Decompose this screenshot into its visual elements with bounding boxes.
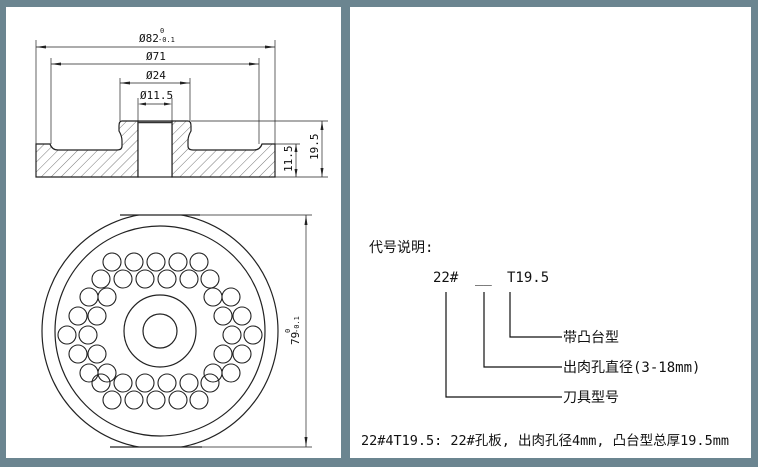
hole: [97, 287, 117, 307]
hole: [243, 325, 263, 345]
dim-boss-dia: Ø24: [146, 69, 166, 82]
example-text: 22#4T19.5: 22#孔板, 出肉孔径4mm, 凸台型总厚19.5mm: [361, 433, 729, 449]
hole: [79, 287, 99, 307]
hole: [124, 252, 144, 272]
hole: [68, 306, 88, 326]
hole: [102, 252, 122, 272]
hole: [213, 306, 233, 326]
hole: [68, 344, 88, 364]
section-body-left: [35, 120, 139, 178]
hole: [87, 344, 107, 364]
hole: [221, 287, 241, 307]
legend-leaders: [445, 292, 562, 398]
hole: [203, 287, 223, 307]
drawing-panel: Ø82 0 -0.1 Ø71 Ø24 Ø11.5 11.5 19.5: [6, 7, 341, 458]
hole: [200, 269, 220, 289]
dim-outer-tol-lower: -0.1: [158, 36, 175, 44]
hole: [189, 252, 209, 272]
hole: [179, 269, 199, 289]
inner-ring: [54, 225, 266, 437]
hole: [113, 269, 133, 289]
hole: [97, 363, 117, 383]
code-part-hole: __: [475, 270, 492, 286]
hole: [221, 363, 241, 383]
hole: [91, 269, 111, 289]
label-hole-diameter: 出肉孔直径(3-18mm): [563, 360, 701, 376]
label-tool-model: 刀具型号: [563, 390, 619, 406]
code-part-model: 22#: [433, 270, 459, 286]
leader-3: [445, 292, 562, 398]
hole: [78, 325, 98, 345]
label-boss-type: 带凸台型: [563, 330, 619, 346]
dim-total-height: 19.5: [308, 134, 321, 161]
hole: [157, 269, 177, 289]
hole: [79, 363, 99, 383]
hole: [168, 390, 188, 410]
dim-flat-tol-lower: -0.1: [293, 316, 301, 333]
hole: [87, 306, 107, 326]
dim-outer-dia: Ø82: [139, 32, 159, 45]
section-body-right: [171, 120, 276, 178]
hole-pattern: [57, 252, 263, 410]
legend-title: 代号说明:: [369, 240, 434, 256]
dim-recess-dia: Ø71: [146, 50, 166, 63]
hole: [203, 363, 223, 383]
hole: [189, 390, 209, 410]
hole: [135, 269, 155, 289]
section-view: Ø82 0 -0.1 Ø71 Ø24 Ø11.5 11.5 19.5: [35, 27, 328, 178]
hole: [168, 252, 188, 272]
hole: [146, 390, 166, 410]
hole: [157, 373, 177, 393]
hub-outer: [123, 294, 197, 368]
hole: [113, 373, 133, 393]
hole: [232, 344, 252, 364]
hole: [222, 325, 242, 345]
leader-1: [509, 292, 562, 338]
hole: [200, 373, 220, 393]
dim-flat-tol-upper: 0: [284, 329, 292, 333]
dim-flat: 79: [289, 332, 302, 345]
hole: [146, 252, 166, 272]
dim-outer-tol-upper: 0: [160, 27, 164, 35]
hole: [91, 373, 111, 393]
code-part-type: T19.5: [507, 270, 550, 286]
bore: [137, 120, 173, 178]
legend-panel: 代号说明: 22# __ T19.5 带凸台型 出肉孔直径(3-18mm) 刀具…: [350, 7, 751, 458]
hole: [124, 390, 144, 410]
plan-view: 79 0 -0.1: [41, 214, 312, 448]
hole: [179, 373, 199, 393]
hole: [232, 306, 252, 326]
outer-rim: [41, 215, 279, 447]
hole: [135, 373, 155, 393]
hub-bore: [142, 313, 178, 349]
technical-drawing: Ø82 0 -0.1 Ø71 Ø24 Ø11.5 11.5 19.5: [35, 27, 328, 448]
dim-base-height: 11.5: [282, 146, 295, 173]
dim-bore-dia: Ø11.5: [140, 89, 173, 102]
hole: [213, 344, 233, 364]
hole: [57, 325, 77, 345]
leader-2: [483, 292, 562, 368]
hole: [102, 390, 122, 410]
